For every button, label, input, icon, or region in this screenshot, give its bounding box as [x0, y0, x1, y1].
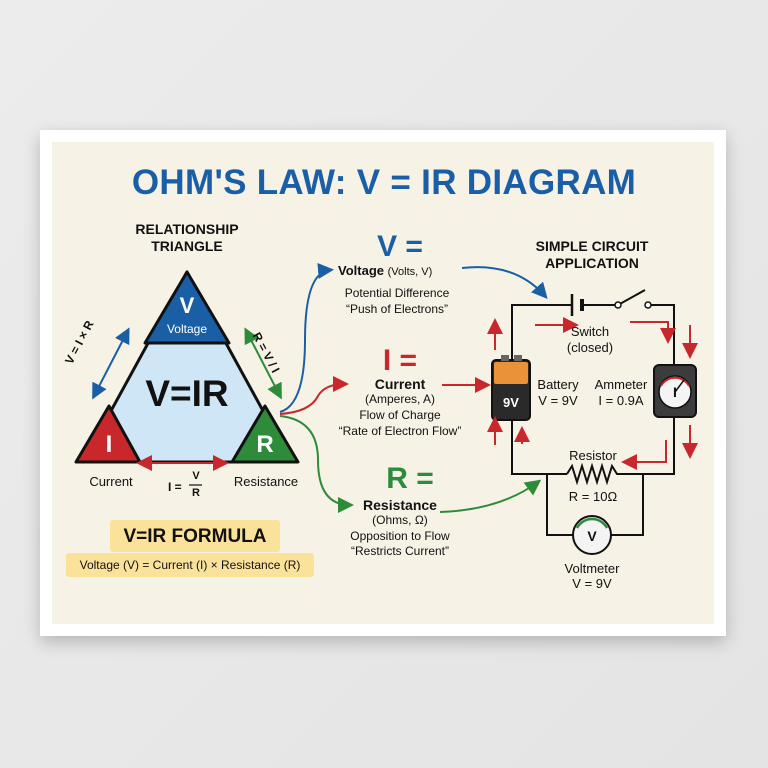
current-name: Current: [374, 376, 426, 392]
page-title: OHM'S LAW: V = IR DIAGRAM: [131, 163, 637, 202]
voltage-to-circuit-arrow: [461, 266, 548, 299]
left-edge-arrow: [92, 327, 130, 400]
voltage-units: (Volts, V): [387, 266, 433, 278]
bottom-formula-lhs: I =: [168, 480, 182, 494]
resistance-label: Resistance: [233, 474, 299, 489]
triangle-right-r: [230, 404, 300, 464]
resistor-label-line1: Resistor: [569, 448, 617, 463]
current-symbol: I =: [382, 344, 418, 377]
v-letter: V: [179, 293, 195, 318]
resistance-desc-line1: Opposition to Flow: [350, 529, 450, 543]
circuit-wiring: [511, 289, 675, 536]
resistance-desc-line2: “Restricts Current”: [350, 544, 449, 558]
resistance-units: (Ohms, Ω): [372, 513, 428, 527]
bottom-formula-denominator: R: [192, 487, 200, 499]
resistance-symbol: R =: [386, 462, 434, 495]
v-label: Voltage: [166, 322, 208, 336]
voltmeter-letter: V: [587, 528, 597, 544]
current-connector: [279, 376, 349, 415]
voltage-name: Voltage: [338, 263, 384, 278]
resistor-label-line2: R = 10Ω: [568, 489, 618, 504]
switch-label-line1: Switch: [570, 324, 610, 339]
current-desc-line1: Flow of Charge: [359, 408, 441, 422]
formula-heading: V=IR FORMULA: [123, 526, 267, 547]
voltmeter: [572, 515, 612, 555]
current-units: (Amperes, A): [364, 392, 436, 406]
formula-text-box: [66, 553, 314, 577]
switch-battery-symbol: [570, 294, 652, 316]
ammeter-label-line1: Ammeter: [594, 377, 648, 392]
voltage-desc-line1: Potential Difference: [344, 286, 450, 300]
triangle-center-formula: V=IR: [145, 373, 229, 414]
right-edge-arrow: [244, 327, 282, 400]
formula-heading-box: [110, 520, 280, 552]
resistance-connector: [279, 415, 354, 513]
switch-label-line2: (closed): [566, 340, 614, 355]
current-desc-line2: “Rate of Electron Flow”: [338, 424, 462, 438]
circuit-heading-line2: APPLICATION: [545, 255, 639, 271]
voltage-name-line: Voltage (Volts, V): [338, 263, 464, 278]
circuit-heading-line1: SIMPLE CIRCUIT: [535, 238, 649, 254]
voltage-symbol: V =: [377, 230, 423, 263]
relationship-triangle: [74, 270, 300, 486]
resistance-to-circuit-arrow: [439, 479, 542, 513]
triangle-heading-line1: RELATIONSHIP: [135, 221, 239, 237]
triangle-heading-line2: TRIANGLE: [151, 238, 223, 254]
i-letter: I: [105, 431, 113, 458]
battery-face-label: 9V: [503, 395, 519, 410]
bottom-formula-numerator: V: [192, 470, 200, 482]
resistance-name: Resistance: [363, 497, 437, 513]
ammeter-letter: I: [673, 384, 677, 400]
triangle-top-v: [143, 270, 231, 345]
battery: [491, 355, 531, 421]
current-label: Current: [89, 474, 133, 489]
voltmeter-label-line1: Voltmeter: [564, 561, 620, 576]
voltmeter-label-line2: V = 9V: [572, 576, 612, 591]
battery-label-line1: Battery: [537, 377, 579, 392]
ammeter: [653, 364, 697, 418]
formula-text: Voltage (V) = Current (I) × Resistance (…: [79, 558, 301, 572]
r-letter: R: [256, 431, 274, 458]
voltage-desc-line2: “Push of Electrons”: [345, 302, 449, 316]
triangle-left-i: [74, 404, 142, 464]
voltage-connector: [279, 262, 334, 413]
ammeter-label-line2: I = 0.9A: [598, 393, 644, 408]
battery-label-line2: V = 9V: [538, 393, 578, 408]
current-flow-arrows: [487, 317, 698, 470]
